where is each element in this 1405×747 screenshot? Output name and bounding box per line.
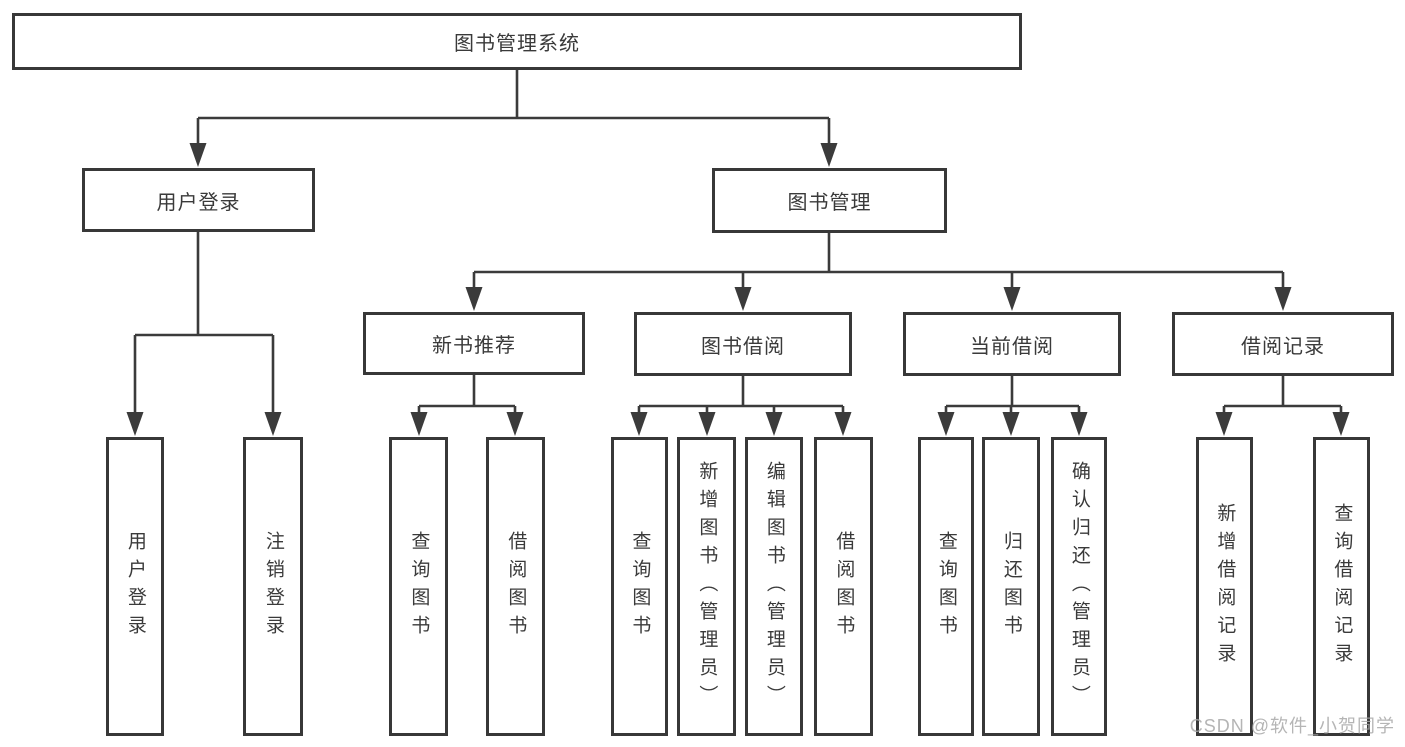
node-current-borrow: 当前借阅 (903, 312, 1121, 376)
node-borrow-records: 借阅记录 (1172, 312, 1394, 376)
leaf-label: 查询图书 (935, 530, 957, 643)
node-root: 图书管理系统 (12, 13, 1022, 70)
leaf-label: 查询借阅记录 (1331, 502, 1353, 671)
leaf-current-confirm-return-admin: 确认归还（管理员） (1051, 437, 1107, 736)
leaf-label: 新增借阅记录 (1214, 502, 1236, 671)
leaf-user-login: 用户登录 (106, 437, 164, 736)
leaf-label: 用户登录 (124, 530, 146, 643)
leaf-label: 借阅图书 (833, 530, 855, 643)
leaf-label: 新增图书（管理员） (696, 460, 718, 713)
arrowheads (126, 143, 1350, 436)
leaf-borrow-edit-books-admin: 编辑图书（管理员） (745, 437, 803, 736)
leaf-newbook-borrow-books: 借阅图书 (486, 437, 545, 736)
node-user-login: 用户登录 (82, 168, 315, 232)
leaf-records-add-borrow-record: 新增借阅记录 (1196, 437, 1253, 736)
leaf-label: 归还图书 (1000, 530, 1022, 643)
leaf-records-query-borrow-record: 查询借阅记录 (1313, 437, 1370, 736)
leaf-label: 借阅图书 (505, 530, 527, 643)
leaf-current-query-books: 查询图书 (918, 437, 974, 736)
leaf-borrow-borrow-books: 借阅图书 (814, 437, 873, 736)
node-book-management: 图书管理 (712, 168, 947, 233)
leaf-label: 注销登录 (262, 530, 284, 643)
node-book-borrow: 图书借阅 (634, 312, 852, 376)
leaf-borrow-query-books: 查询图书 (611, 437, 668, 736)
node-new-book-recommend: 新书推荐 (363, 312, 585, 375)
leaf-label: 查询图书 (629, 530, 651, 643)
leaf-logout: 注销登录 (243, 437, 303, 736)
leaf-newbook-query-books: 查询图书 (389, 437, 448, 736)
leaf-borrow-add-books-admin: 新增图书（管理员） (677, 437, 736, 736)
csdn-watermark: CSDN @软件_小贺同学 (1189, 716, 1395, 736)
leaf-current-return-books: 归还图书 (982, 437, 1040, 736)
leaf-label: 查询图书 (408, 530, 430, 643)
leaf-label: 确认归还（管理员） (1068, 460, 1090, 713)
leaf-label: 编辑图书（管理员） (763, 460, 785, 713)
